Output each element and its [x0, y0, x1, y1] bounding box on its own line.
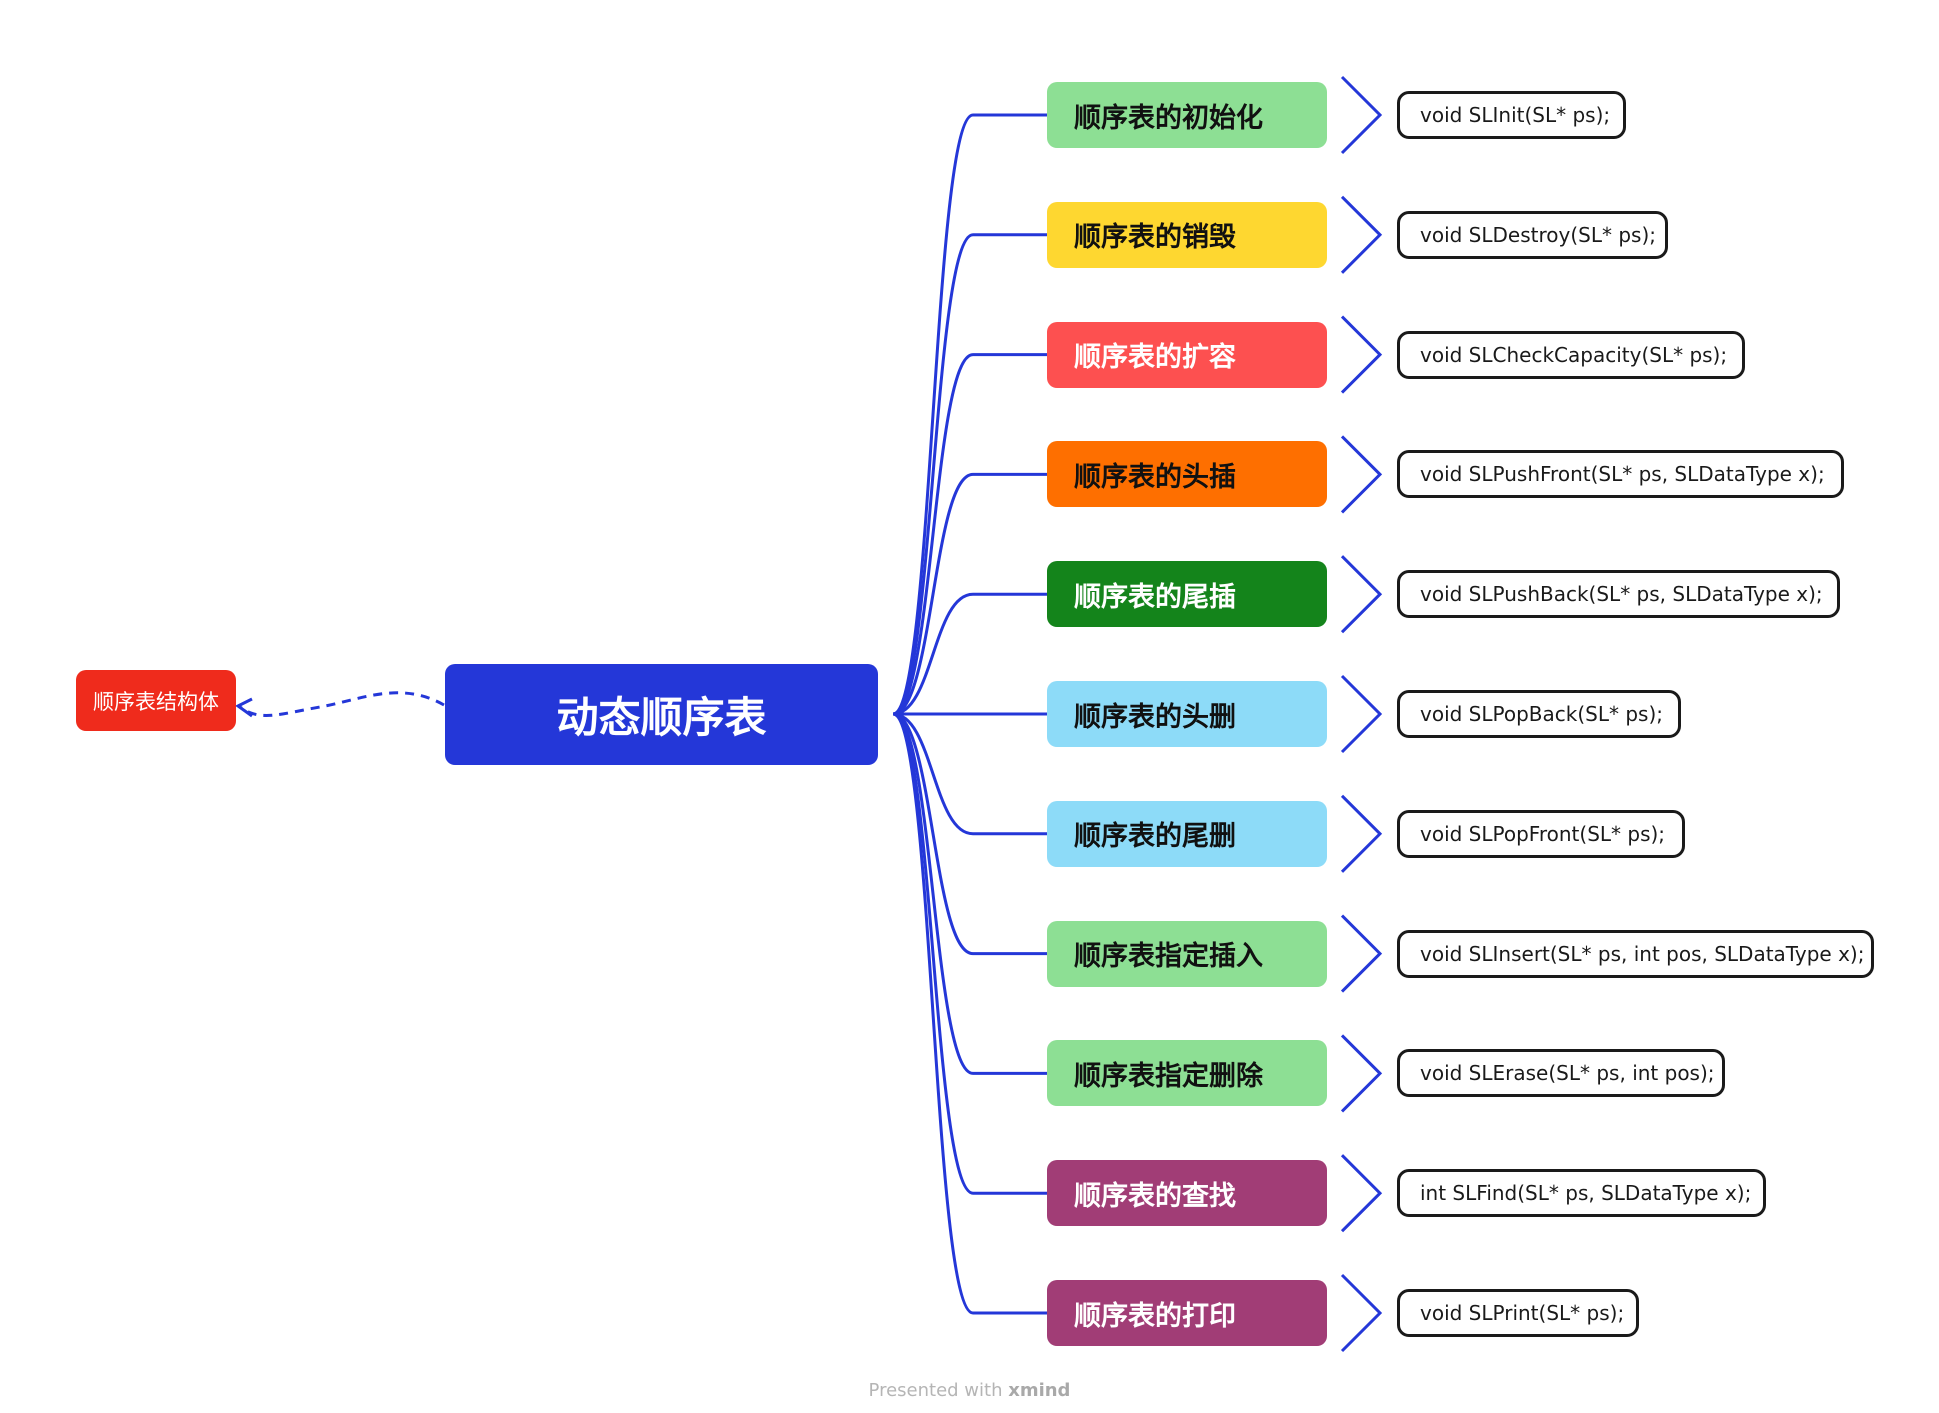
topic-node[interactable]: 顺序表的查找	[1047, 1160, 1327, 1227]
branch-connector	[892, 353, 1047, 716]
signature-text: void SLCheckCapacity(SL* ps);	[1420, 342, 1728, 367]
topic-label: 顺序表指定删除	[1074, 1060, 1263, 1092]
side-node-struct[interactable]: 顺序表结构体	[76, 670, 236, 731]
chevron-icon	[1340, 1034, 1383, 1113]
signature-text: void SLPushFront(SL* ps, SLDataType x);	[1420, 462, 1825, 487]
signature-text: void SLInsert(SL* ps, int pos, SLDataTyp…	[1420, 941, 1865, 966]
chevron-icon	[1340, 674, 1383, 754]
branch-connector	[892, 592, 1047, 716]
side-node-label: 顺序表结构体	[93, 689, 219, 714]
footer-prefix: Presented with	[868, 1380, 1009, 1401]
dashed-link-arrow	[235, 697, 253, 718]
signature-text: void SLPopFront(SL* ps);	[1420, 821, 1666, 846]
dashed-link-struct	[239, 691, 445, 717]
signature-text: void SLDestroy(SL* ps);	[1420, 222, 1656, 247]
function-signature[interactable]: void SLPopFront(SL* ps);	[1397, 809, 1685, 858]
topic-label: 顺序表的初始化	[1074, 102, 1263, 134]
branch-connector	[892, 472, 1047, 716]
topic-node[interactable]: 顺序表的扩容	[1047, 321, 1327, 388]
footer-credit: Presented with xmind	[0, 1380, 1939, 1401]
function-signature[interactable]: void SLErase(SL* ps, int pos);	[1397, 1049, 1725, 1098]
topic-node[interactable]: 顺序表的销毁	[1047, 201, 1327, 268]
function-signature[interactable]: void SLPushFront(SL* ps, SLDataType x);	[1397, 450, 1844, 499]
branch-connector	[892, 113, 1047, 716]
topic-label: 顺序表的尾插	[1074, 581, 1236, 613]
topic-label: 顺序表的查找	[1074, 1180, 1236, 1212]
topic-node[interactable]: 顺序表的头插	[1047, 441, 1327, 508]
branch-connector	[892, 712, 1047, 836]
signature-text: void SLPopBack(SL* ps);	[1420, 702, 1664, 726]
central-topic-label: 动态顺序表	[556, 693, 767, 742]
branch-connector	[892, 712, 1047, 956]
function-signature[interactable]: int SLFind(SL* ps, SLDataType x);	[1397, 1169, 1766, 1218]
chevron-icon	[1340, 315, 1383, 394]
chevron-icon	[1340, 195, 1383, 274]
chevron-icon	[1340, 1154, 1383, 1233]
central-topic[interactable]: 动态顺序表	[445, 664, 878, 765]
topic-label: 顺序表的打印	[1074, 1300, 1236, 1332]
topic-label: 顺序表的销毁	[1074, 222, 1236, 254]
signature-text: void SLPushBack(SL* ps, SLDataType x);	[1420, 582, 1823, 607]
topic-label: 顺序表的扩容	[1074, 342, 1236, 374]
branch-connector	[892, 233, 1047, 716]
topic-node[interactable]: 顺序表的头删	[1047, 681, 1327, 747]
topic-node[interactable]: 顺序表的初始化	[1047, 82, 1327, 148]
signature-text: void SLErase(SL* ps, int pos);	[1420, 1061, 1715, 1086]
chevron-icon	[1340, 75, 1383, 155]
signature-text: int SLFind(SL* ps, SLDataType x);	[1420, 1181, 1752, 1206]
function-signature[interactable]: void SLInsert(SL* ps, int pos, SLDataTyp…	[1397, 929, 1874, 978]
topic-label: 顺序表指定插入	[1074, 941, 1263, 973]
topic-label: 顺序表的头插	[1074, 461, 1236, 493]
topic-node[interactable]: 顺序表指定插入	[1047, 920, 1327, 987]
topic-label: 顺序表的尾删	[1074, 821, 1236, 853]
chevron-icon	[1340, 435, 1383, 514]
function-signature[interactable]: void SLDestroy(SL* ps);	[1397, 210, 1668, 259]
topic-node[interactable]: 顺序表的尾删	[1047, 800, 1327, 867]
chevron-icon	[1340, 555, 1383, 634]
function-signature[interactable]: void SLPopBack(SL* ps);	[1397, 690, 1681, 738]
chevron-icon	[1340, 794, 1383, 873]
topic-node[interactable]: 顺序表指定删除	[1047, 1040, 1327, 1107]
branch-connector	[892, 712, 1047, 1075]
function-signature[interactable]: void SLInit(SL* ps);	[1397, 91, 1626, 139]
footer-brand: xmind	[1008, 1380, 1071, 1401]
function-signature[interactable]: void SLPrint(SL* ps);	[1397, 1289, 1639, 1337]
function-signature[interactable]: void SLPushBack(SL* ps, SLDataType x);	[1397, 570, 1840, 619]
signature-text: void SLPrint(SL* ps);	[1420, 1301, 1625, 1325]
topic-node[interactable]: 顺序表的打印	[1047, 1280, 1327, 1346]
signature-text: void SLInit(SL* ps);	[1420, 103, 1611, 127]
chevron-icon	[1340, 914, 1383, 993]
topic-label: 顺序表的头删	[1074, 701, 1236, 733]
topic-node[interactable]: 顺序表的尾插	[1047, 561, 1327, 628]
chevron-icon	[1340, 1273, 1383, 1353]
branch-connector	[892, 712, 1047, 1315]
function-signature[interactable]: void SLCheckCapacity(SL* ps);	[1397, 330, 1745, 379]
